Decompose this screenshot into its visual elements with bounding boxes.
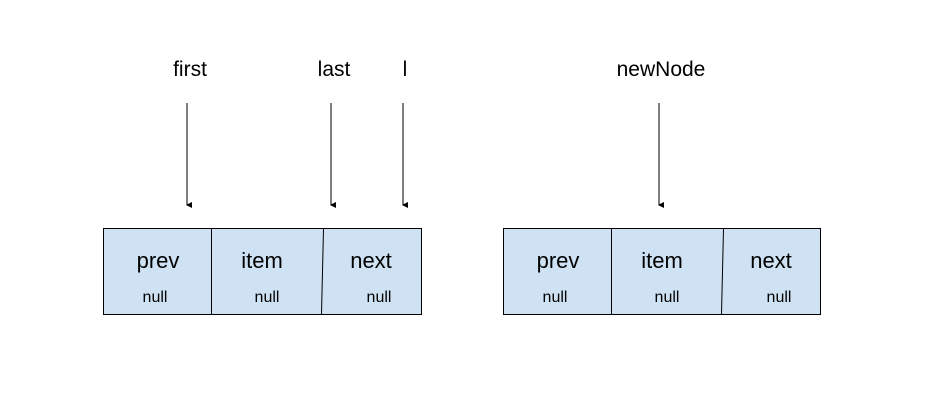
node-2: prev null item null next null <box>503 228 821 315</box>
node-1-item-label: item <box>241 248 283 273</box>
node-1-next-label: next <box>350 248 392 273</box>
node-1-prev-value: null <box>143 289 168 306</box>
node-1: prev null item null next null <box>103 228 422 315</box>
pointer-label-first: first <box>173 58 207 81</box>
pointer-label-newnode: newNode <box>617 58 706 81</box>
node-1-prev-label: prev <box>137 248 180 273</box>
node-2-prev-label: prev <box>537 248 580 273</box>
node-1-item-value: null <box>255 289 280 306</box>
node-2-prev-value: null <box>543 289 568 306</box>
node-2-next-value: null <box>767 289 792 306</box>
node-2-item-label: item <box>641 248 683 273</box>
node-1-next-value: null <box>367 289 392 306</box>
node-2-box <box>503 228 821 315</box>
node-2-item-value: null <box>655 289 680 306</box>
pointer-label-last: last <box>318 58 351 81</box>
node-1-box <box>103 228 422 315</box>
node-1-divider-2 <box>321 228 324 315</box>
node-2-next-label: next <box>750 248 792 273</box>
pointer-label-l: l <box>403 58 408 81</box>
node-2-divider-2 <box>721 228 724 315</box>
